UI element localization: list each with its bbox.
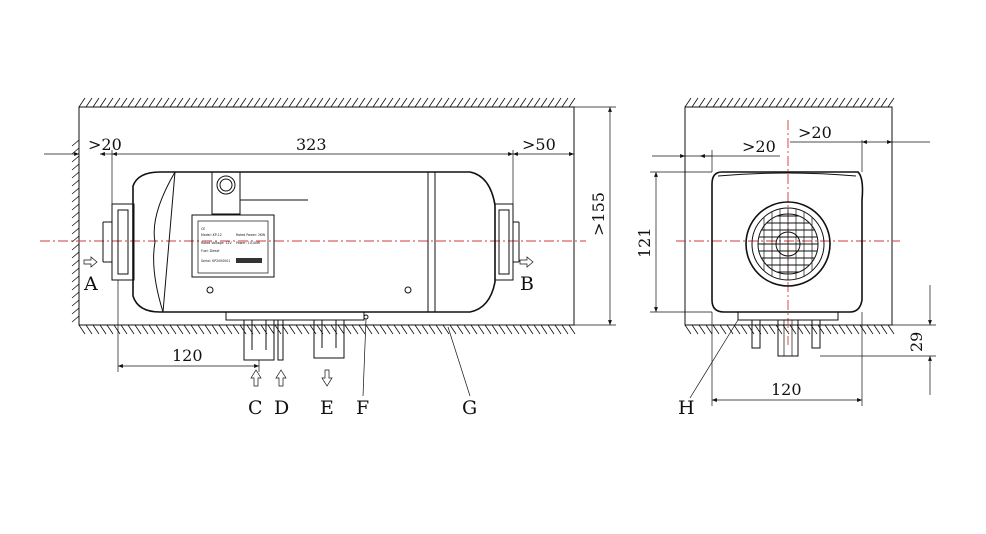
- fuel-pipe: [277, 319, 284, 361]
- dim-length: 323: [296, 135, 327, 154]
- side-enclosure: [78, 106, 575, 326]
- front-enclosure-top-hatch: [684, 97, 895, 108]
- lifting-bracket: [211, 171, 308, 215]
- mounting-studs: [751, 319, 821, 357]
- label-c: C: [248, 397, 263, 419]
- nameplate-line: Serial: KP2000001: [201, 259, 230, 263]
- nameplate-line: Rated Voltage: 12V: [201, 241, 232, 245]
- label-d: D: [274, 397, 289, 419]
- front-enclosure-bottom-hatch: [684, 324, 895, 335]
- nameplate-line: Model: KP-12: [201, 233, 222, 237]
- dim-body-width: 120: [771, 380, 802, 399]
- nameplate-mark: CE: [201, 227, 205, 231]
- exhaust-pipe: [243, 319, 275, 361]
- side-enclosure-top-hatch: [78, 97, 576, 108]
- side-enclosure-bottom-hatch: [78, 324, 576, 335]
- dim-side-clearance-left: >20: [742, 137, 776, 156]
- flow-down-arrow-icon: [321, 369, 333, 387]
- label-g: G: [462, 397, 477, 419]
- air-inlet: [102, 203, 135, 281]
- outlet-arrow-icon: [519, 256, 534, 268]
- fan-grille: [745, 201, 831, 287]
- combustion-air-pipe: [313, 319, 345, 359]
- dim-right-clearance: >50: [522, 135, 556, 154]
- dim-height-clearance: >155: [589, 192, 608, 236]
- dim-left-clearance: >20: [88, 135, 122, 154]
- mounting-plate: [225, 311, 365, 321]
- front-view: H >20 >20 121 120 29: [635, 97, 936, 419]
- dim-bottom-offset: 120: [172, 346, 203, 365]
- nameplate: CE Model: KP-12 Rated Power: 2KW Rated V…: [191, 214, 275, 278]
- air-outlet: [494, 203, 520, 281]
- nameplate-line: Fuel: Diesel: [201, 249, 220, 253]
- label-a: A: [83, 273, 98, 295]
- flow-up-arrow-icon: [250, 369, 262, 387]
- label-h: H: [678, 397, 695, 419]
- side-enclosure-left-hatch: [71, 139, 80, 323]
- label-f: F: [356, 397, 369, 419]
- side-view: CE Model: KP-12 Rated Power: 2KW Rated V…: [40, 97, 616, 419]
- label-b: B: [520, 273, 534, 295]
- label-e: E: [320, 397, 334, 419]
- inlet-arrow-icon: [83, 256, 98, 268]
- nameplate-line: Power: 10-40W: [236, 241, 261, 245]
- dim-side-clearance-right: >20: [798, 123, 832, 142]
- dim-body-height: 121: [635, 227, 654, 258]
- heater-front-body: [711, 171, 864, 313]
- front-enclosure: [684, 106, 893, 326]
- dim-leg-height: 29: [907, 332, 926, 352]
- nameplate-line: Rated Power: 2KW: [236, 233, 266, 237]
- heater-body: [132, 171, 496, 313]
- flow-up-arrow-icon: [275, 369, 287, 387]
